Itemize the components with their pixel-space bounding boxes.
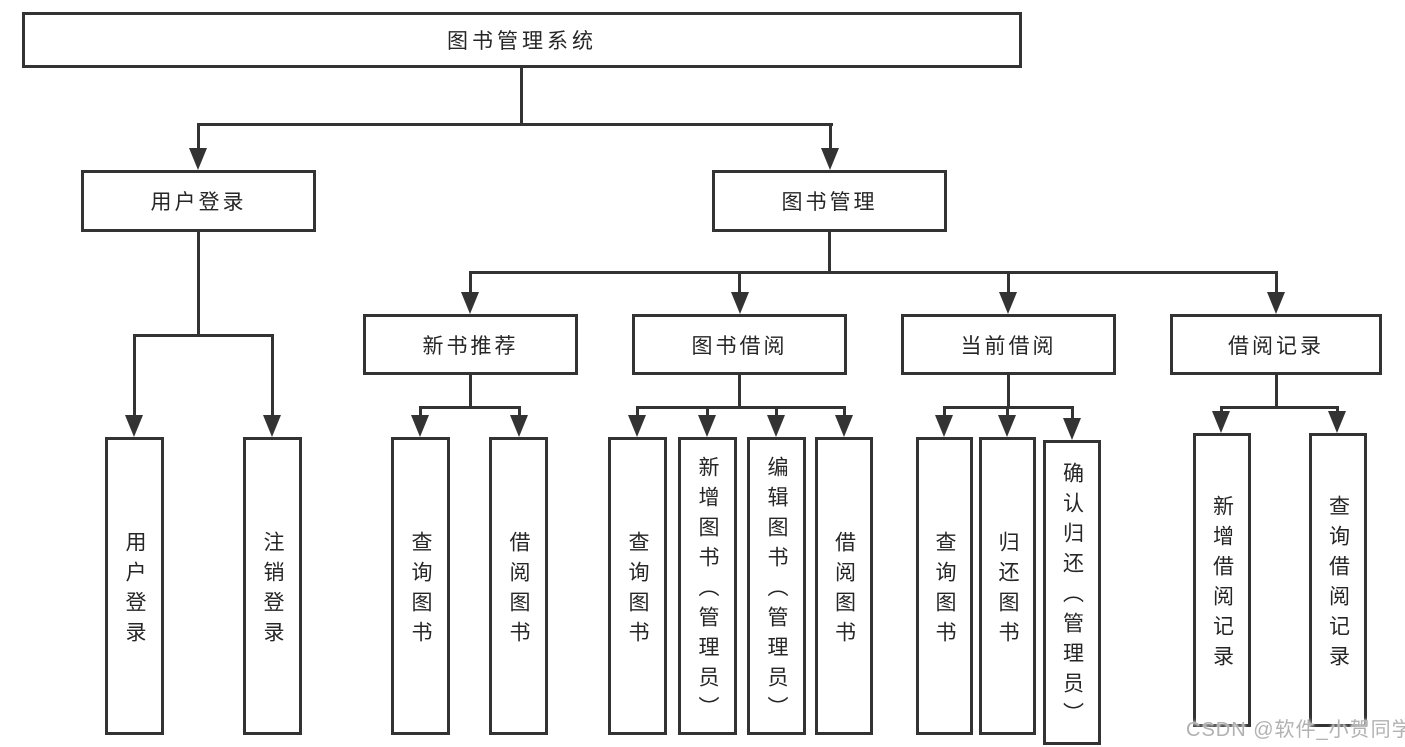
arrow-down-icon: [189, 148, 207, 170]
connector-line: [1007, 375, 1010, 409]
connector-line: [775, 406, 778, 418]
leaf-add-borrow-record: 新增借阅记录: [1193, 433, 1251, 727]
connector-line: [520, 68, 523, 126]
connector-line: [1275, 271, 1278, 295]
connector-line: [133, 334, 274, 337]
node-root-label: 图书管理系统: [447, 30, 597, 53]
node-book-management: 图书管理: [712, 170, 947, 232]
leaf-query-books-borrow: 查询图书: [608, 437, 667, 735]
connector-line: [1336, 406, 1339, 413]
connector-line: [843, 406, 846, 418]
node-current-borrow: 当前借阅: [901, 314, 1116, 375]
node-book-management-label: 图书管理: [781, 191, 878, 214]
connector-line: [828, 232, 831, 274]
arrow-down-icon: [510, 415, 528, 437]
arrow-down-icon: [998, 415, 1016, 437]
leaf-query-books-recommend: 查询图书: [391, 437, 450, 735]
leaf-add-books-admin-label: 新增图书（管理员）: [696, 455, 719, 726]
arrow-down-icon: [1328, 411, 1346, 433]
node-current-borrow-label: 当前借阅: [960, 334, 1057, 358]
node-user-login-branch-label: 用户登录: [150, 191, 247, 214]
node-borrow-records: 借阅记录: [1170, 314, 1382, 375]
connector-line: [469, 375, 472, 409]
leaf-confirm-return-admin-label: 确认归还（管理员）: [1060, 462, 1084, 732]
leaf-return-books-label: 归还图书: [996, 530, 1019, 651]
arrow-down-icon: [698, 415, 716, 437]
connector-line: [1007, 271, 1010, 295]
leaf-add-books-admin: 新增图书（管理员）: [678, 437, 737, 735]
arrow-down-icon: [461, 292, 479, 314]
node-new-book-recommend-label: 新书推荐: [422, 334, 519, 358]
connector-line: [419, 406, 521, 409]
arrow-down-icon: [999, 292, 1017, 314]
leaf-add-borrow-record-label: 新增借阅记录: [1210, 494, 1234, 675]
connector-line: [738, 271, 741, 295]
arrow-down-icon: [1063, 418, 1081, 440]
leaf-query-books-recommend-label: 查询图书: [409, 530, 432, 651]
leaf-edit-books-admin-label: 编辑图书（管理员）: [765, 455, 788, 726]
connector-line: [706, 406, 709, 418]
connector-line: [419, 406, 422, 418]
leaf-return-books: 归还图书: [979, 437, 1036, 735]
arrow-down-icon: [935, 415, 953, 437]
arrow-down-icon: [767, 415, 785, 437]
connector-line: [636, 406, 639, 418]
node-book-borrow-label: 图书借阅: [691, 334, 788, 358]
connector-line: [636, 406, 846, 409]
arrow-down-icon: [835, 415, 853, 437]
leaf-borrow-books-recommend-label: 借阅图书: [507, 530, 530, 651]
connector-line: [1220, 406, 1338, 409]
connector-line: [943, 406, 946, 418]
arrow-down-icon: [1267, 292, 1285, 314]
connector-line: [197, 232, 200, 337]
connector-line: [1006, 406, 1009, 418]
connector-line: [1071, 406, 1074, 420]
connector-line: [197, 123, 200, 151]
connector-line: [1220, 406, 1223, 413]
connector-line: [829, 123, 832, 151]
connector-line: [469, 271, 472, 295]
node-new-book-recommend: 新书推荐: [363, 314, 578, 375]
arrow-down-icon: [125, 415, 143, 437]
csdn-watermark: CSDN @软件_小贺同学: [1186, 719, 1405, 741]
leaf-query-books-current: 查询图书: [916, 437, 973, 735]
arrow-down-icon: [821, 148, 839, 170]
leaf-logout-label: 注销登录: [261, 530, 284, 651]
leaf-query-books-borrow-label: 查询图书: [626, 530, 649, 651]
leaf-borrow-books-label: 借阅图书: [832, 530, 856, 651]
leaf-logout: 注销登录: [243, 437, 302, 735]
node-user-login-branch: 用户登录: [81, 170, 316, 232]
leaf-edit-books-admin: 编辑图书（管理员）: [747, 437, 806, 735]
leaf-query-borrow-record: 查询借阅记录: [1309, 433, 1367, 727]
connector-line: [133, 334, 136, 417]
leaf-confirm-return-admin: 确认归还（管理员）: [1043, 440, 1101, 745]
arrow-down-icon: [628, 415, 646, 437]
connector-line: [271, 334, 274, 417]
connector-line: [469, 271, 1278, 274]
leaf-borrow-books: 借阅图书: [815, 437, 873, 735]
leaf-query-borrow-record-label: 查询借阅记录: [1326, 494, 1350, 675]
leaf-user-login: 用户登录: [105, 437, 164, 735]
node-root: 图书管理系统: [22, 12, 1022, 68]
arrow-down-icon: [731, 292, 749, 314]
connector-line: [1275, 375, 1278, 409]
leaf-query-books-current-label: 查询图书: [933, 530, 956, 651]
arrow-down-icon: [263, 415, 281, 437]
connector-line: [518, 406, 521, 418]
leaf-borrow-books-recommend: 借阅图书: [489, 437, 548, 735]
connector-line: [197, 123, 833, 126]
leaf-user-login-label: 用户登录: [123, 530, 146, 651]
node-book-borrow: 图书借阅: [632, 314, 847, 375]
arrow-down-icon: [1212, 411, 1230, 433]
connector-line: [738, 375, 741, 409]
arrow-down-icon: [411, 415, 429, 437]
node-borrow-records-label: 借阅记录: [1228, 334, 1324, 358]
